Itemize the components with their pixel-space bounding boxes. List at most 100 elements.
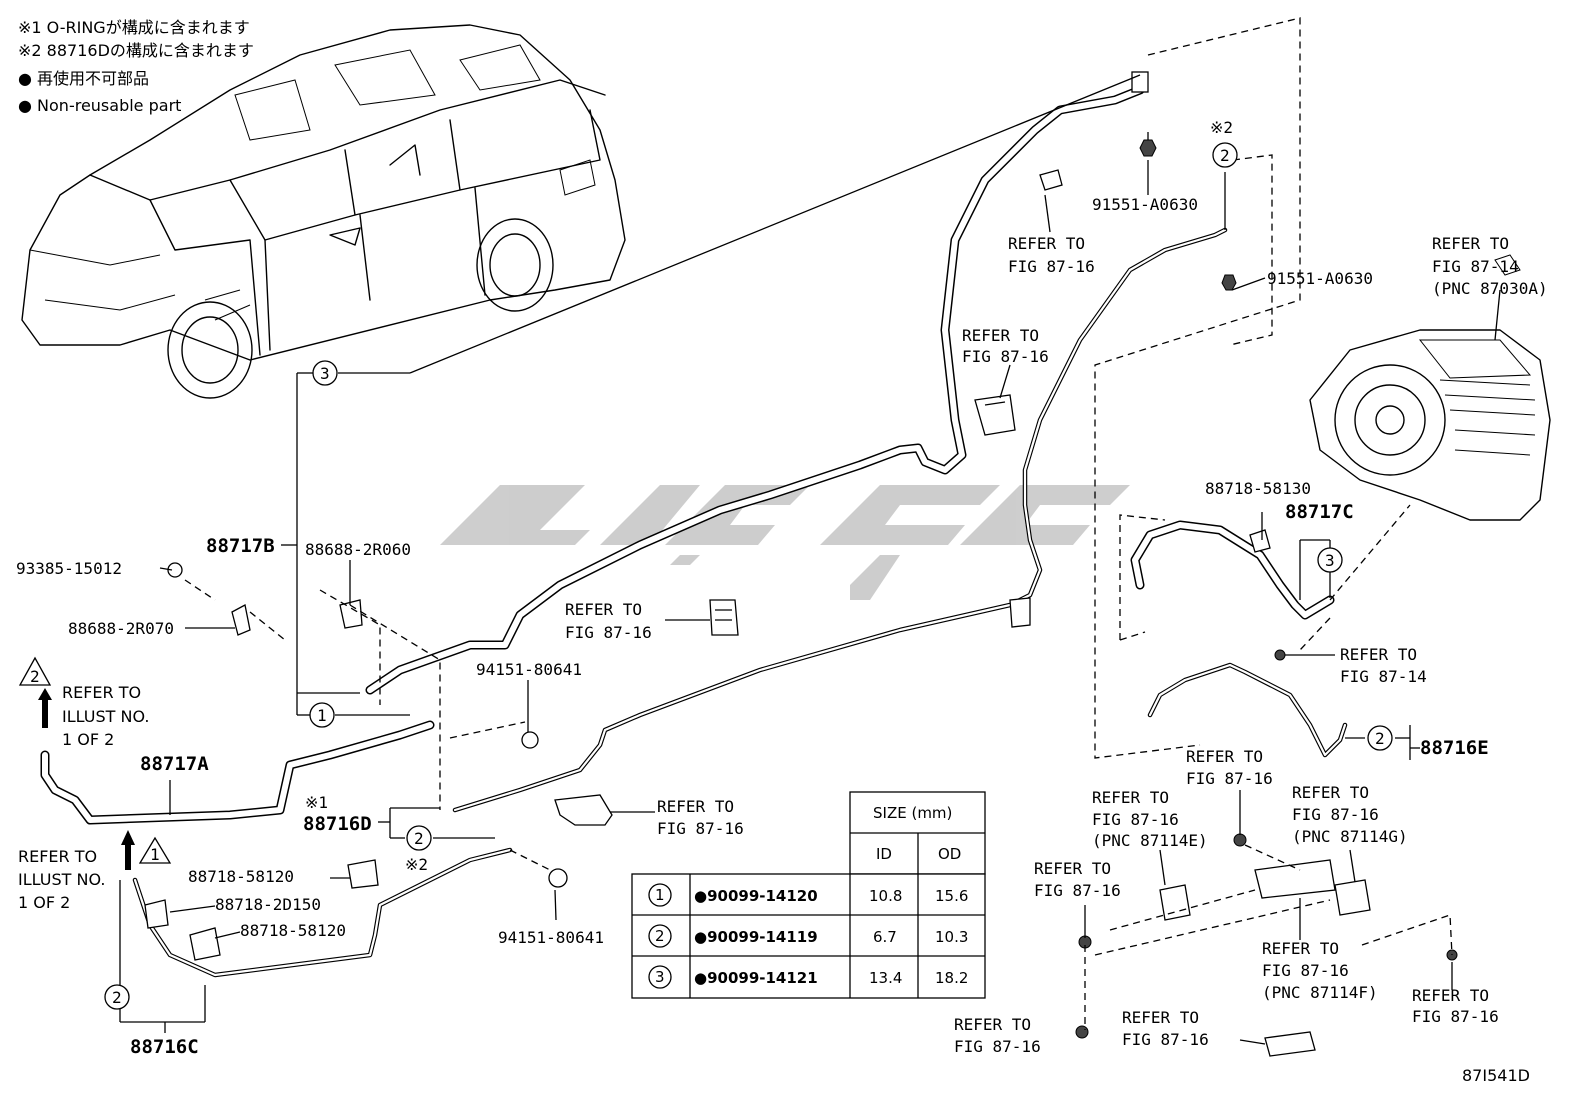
bolt-icon — [1075, 1025, 1089, 1039]
bracket-icon — [1254, 859, 1336, 899]
svg-text:REFER TO: REFER TO — [1412, 986, 1489, 1005]
svg-text:REFER TO: REFER TO — [1092, 788, 1169, 807]
svg-text:ILLUST NO.: ILLUST NO. — [62, 707, 149, 726]
svg-text:FIG 87-16: FIG 87-16 — [1292, 805, 1379, 824]
svg-text:FIG 87-14: FIG 87-14 — [1432, 257, 1519, 276]
clamp-icon — [189, 927, 221, 961]
part-number-labels: 93385-15012 88688-2R070 88688-2R060 9415… — [16, 195, 1373, 947]
table-row-od: 15.6 — [935, 887, 968, 905]
svg-text:1: 1 — [150, 845, 160, 864]
callout-2 — [1367, 725, 1393, 751]
svg-text:2: 2 — [414, 829, 424, 848]
svg-text:FIG 87-16: FIG 87-16 — [1186, 769, 1273, 788]
table-header-size: SIZE (mm) — [873, 804, 952, 822]
svg-text:2: 2 — [1375, 729, 1385, 748]
svg-text:3: 3 — [1325, 551, 1335, 570]
assembly-labels: 88717B 88717A 88717C 88716D 88716E 88716… — [130, 501, 1489, 1058]
dashed-reference-lines — [184, 17, 1453, 1030]
table-row-num: 1 — [655, 886, 665, 904]
grommet-icon — [521, 731, 539, 749]
clamp-icon — [1249, 529, 1271, 553]
bolt-icon — [1221, 274, 1237, 291]
label-88717A: 88717A — [140, 753, 209, 775]
refer-to-labels: REFER TO FIG 87-16 REFER TO FIG 87-16 RE… — [18, 234, 1548, 1056]
kome-1: ※1 — [305, 793, 328, 812]
table-row-id: 6.7 — [873, 928, 897, 946]
svg-text:REFER TO: REFER TO — [62, 683, 141, 702]
bracket-icon — [554, 794, 613, 826]
svg-text:REFER TO: REFER TO — [18, 847, 97, 866]
svg-text:FIG 87-16: FIG 87-16 — [657, 819, 744, 838]
svg-text:REFER TO: REFER TO — [1122, 1008, 1199, 1027]
label-88716D: 88716D — [303, 813, 372, 835]
triangle-1-icon — [138, 836, 172, 864]
note-oring: ※1 O-RINGが構成に含まれます — [18, 18, 250, 37]
bolt-icon — [1233, 833, 1247, 847]
leader-lines — [119, 74, 1453, 1045]
table-row-part: ●90099-14119 — [694, 928, 818, 946]
callout-3 — [312, 360, 338, 386]
callout-2 — [406, 825, 432, 851]
part-88718-58120: 88718-58120 — [240, 921, 346, 940]
table-row-id: 13.4 — [869, 969, 902, 987]
part-91551-A0630: 91551-A0630 — [1092, 195, 1198, 214]
label-88716E: 88716E — [1420, 737, 1489, 759]
svg-text:REFER TO: REFER TO — [1008, 234, 1085, 253]
svg-text:2: 2 — [30, 667, 40, 686]
note-included: ※2 88716Dの構成に含まれます — [18, 41, 254, 60]
svg-text:FIG 87-16: FIG 87-16 — [954, 1037, 1041, 1056]
clamp-icon — [339, 599, 363, 629]
part-93385-15012: 93385-15012 — [16, 559, 122, 578]
svg-text:(PNC 87114E): (PNC 87114E) — [1092, 831, 1208, 850]
svg-text:(PNC 87114F): (PNC 87114F) — [1262, 983, 1378, 1002]
label-88716C: 88716C — [130, 1036, 199, 1058]
part-91551-A0630: 91551-A0630 — [1267, 269, 1373, 288]
svg-text:FIG 87-16: FIG 87-16 — [1034, 881, 1121, 900]
grommet-icon — [548, 868, 568, 888]
seal-icon — [1264, 1031, 1316, 1057]
table-row-num: 3 — [655, 968, 665, 986]
table-row-num: 2 — [655, 927, 665, 945]
vehicle-illustration — [21, 24, 626, 399]
clamp-icon — [1009, 597, 1031, 628]
svg-text:FIG 87-16: FIG 87-16 — [962, 347, 1049, 366]
svg-text:3: 3 — [320, 364, 330, 383]
note-non-reusable-jp: ● 再使用不可部品 — [18, 69, 149, 88]
callout-2 — [1212, 142, 1238, 168]
part-88718-58130: 88718-58130 — [1205, 479, 1311, 498]
svg-text:1 OF 2: 1 OF 2 — [62, 730, 114, 749]
svg-text:FIG 87-16: FIG 87-16 — [1092, 810, 1179, 829]
kome-2: ※2 — [405, 855, 428, 874]
svg-text:FIG 87-16: FIG 87-16 — [1412, 1007, 1499, 1026]
svg-text:FIG 87-16: FIG 87-16 — [565, 623, 652, 642]
bracket-icon — [1039, 169, 1063, 191]
svg-text:2: 2 — [112, 988, 122, 1007]
bolt-icon — [1139, 139, 1157, 157]
svg-text:1 OF 2: 1 OF 2 — [18, 893, 70, 912]
bolt-icon — [1274, 649, 1286, 661]
svg-text:REFER TO: REFER TO — [962, 326, 1039, 345]
svg-text:REFER TO: REFER TO — [1186, 747, 1263, 766]
label-88717C: 88717C — [1285, 501, 1354, 523]
table-row-part: ●90099-14120 — [694, 887, 818, 905]
bolt-icon — [167, 562, 183, 578]
table-header-id: ID — [876, 845, 892, 863]
callout-circles: 3 1 2 2 2 3 2 ※2 ※1 ※2 — [104, 118, 1393, 1010]
bracket-icon — [1334, 879, 1371, 916]
clamp-icon — [231, 604, 251, 636]
part-88718-58120: 88718-58120 — [188, 867, 294, 886]
part-88718-2D150: 88718-2D150 — [215, 895, 321, 914]
table-row-od: 10.3 — [935, 928, 968, 946]
svg-text:ILLUST NO.: ILLUST NO. — [18, 870, 105, 889]
svg-text:FIG 87-16: FIG 87-16 — [1008, 257, 1095, 276]
table-row-od: 18.2 — [935, 969, 968, 987]
direction-markers: 2 1 — [18, 656, 172, 870]
svg-text:REFER TO: REFER TO — [954, 1015, 1031, 1034]
svg-text:REFER TO: REFER TO — [1034, 859, 1111, 878]
svg-text:2: 2 — [1220, 146, 1230, 165]
svg-text:(PNC 87030A): (PNC 87030A) — [1432, 279, 1548, 298]
part-88688-2R070: 88688-2R070 — [68, 619, 174, 638]
svg-text:FIG 87-16: FIG 87-16 — [1122, 1030, 1209, 1049]
svg-text:REFER TO: REFER TO — [1262, 939, 1339, 958]
